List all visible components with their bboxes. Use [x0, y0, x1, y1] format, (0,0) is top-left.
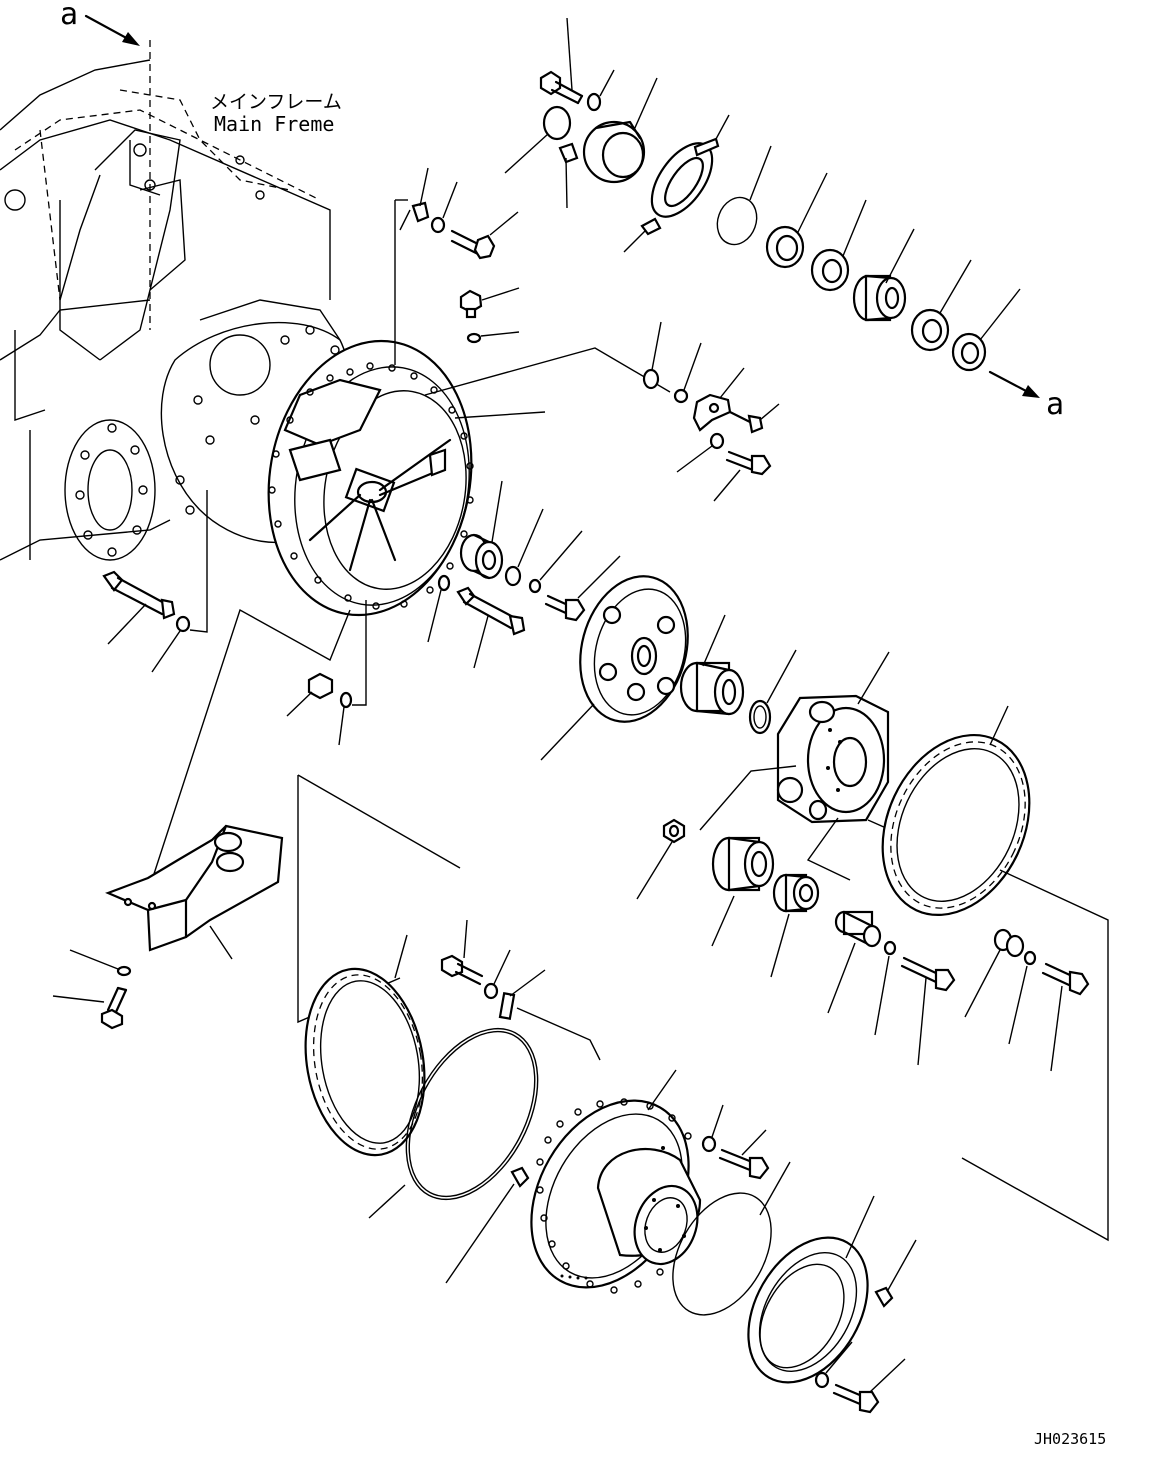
hub-washer — [701, 1104, 724, 1153]
guard-pin — [69, 949, 132, 977]
side-nut — [636, 818, 686, 900]
top-shim-disc — [504, 105, 572, 174]
drain-gasket — [338, 600, 367, 746]
lever-washer — [676, 432, 725, 473]
frame-flange — [64, 419, 156, 561]
guard-bracket — [105, 824, 284, 960]
planet-gear — [711, 836, 775, 947]
dowel-pin-a — [827, 910, 882, 1014]
oil-seal — [765, 172, 828, 269]
bearing-cone-b — [910, 259, 972, 352]
upper-bolt — [450, 211, 519, 260]
frame-mount-washer — [151, 490, 208, 673]
bearing-cone-a — [810, 199, 867, 292]
small-plug-ring — [642, 321, 662, 390]
retainer-ring-plate — [623, 114, 730, 253]
ref-a-top-label: a — [60, 0, 78, 32]
pin-washer-a — [874, 940, 897, 1036]
pinion-gear — [852, 228, 915, 322]
oring-small — [716, 145, 772, 246]
hub-bolt — [718, 1129, 770, 1180]
main-frame-label-en: Main Freme — [214, 112, 334, 136]
upper-washer — [430, 181, 458, 234]
arrow-a-top — [84, 14, 140, 46]
frame-mount-bolt — [102, 570, 176, 645]
lever-arm — [692, 367, 745, 432]
housing-bolt — [544, 555, 621, 622]
main-frame — [0, 40, 341, 561]
spacer-washer — [951, 288, 1021, 372]
hub-bolt-top — [440, 919, 484, 986]
top-plug — [558, 142, 579, 209]
lever-bolt-2 — [713, 450, 772, 502]
breather — [459, 287, 520, 319]
bushing-washer — [504, 508, 544, 587]
ring-gear-right — [881, 705, 1031, 917]
oring-large — [368, 1027, 539, 1219]
breather-gasket — [466, 331, 520, 344]
guard-bolt — [52, 986, 128, 1030]
ref-a-right-label: a — [1046, 387, 1064, 422]
hub-stud-holes — [536, 1098, 692, 1294]
carrier-block — [699, 651, 991, 881]
drain-plug — [286, 672, 334, 717]
wheel-hub — [530, 1069, 702, 1294]
pin-bolt-b — [1041, 962, 1090, 1072]
long-bolt-washer — [427, 574, 451, 643]
final-drive-housing — [267, 199, 546, 617]
pin-bolt-a — [900, 956, 956, 1066]
pin-washer-b — [1008, 950, 1037, 1045]
snap-ring — [748, 649, 797, 735]
cover-washer — [814, 1341, 853, 1389]
hub-cover — [747, 1195, 875, 1384]
ring-gear-lower — [304, 934, 426, 1157]
planet-bearing — [770, 873, 820, 978]
bearing-cage-cover — [582, 77, 658, 184]
bushing — [459, 480, 504, 580]
arrow-a-right — [988, 370, 1040, 398]
cover-oring — [672, 1161, 791, 1316]
planet-carrier-plate — [540, 575, 689, 761]
lock-tab — [498, 969, 546, 1020]
bushing-washer-2 — [528, 530, 583, 594]
needle-bearing-a — [679, 614, 745, 716]
hub-washer-top — [483, 949, 511, 1000]
main-frame-label-jp: メインフレーム — [210, 91, 342, 113]
dowel-pin-b — [964, 928, 1025, 1018]
lock-plate — [399, 167, 430, 231]
long-bolt — [456, 586, 526, 669]
lever-bolt — [728, 403, 780, 434]
cover-plug — [874, 1239, 917, 1308]
top-bolt — [539, 17, 584, 105]
top-washer — [586, 69, 615, 112]
drawing-id: JH023615 — [1034, 1430, 1106, 1448]
small-ball — [673, 342, 702, 404]
cover-bolt — [832, 1358, 906, 1414]
hub-plug — [445, 1166, 530, 1284]
